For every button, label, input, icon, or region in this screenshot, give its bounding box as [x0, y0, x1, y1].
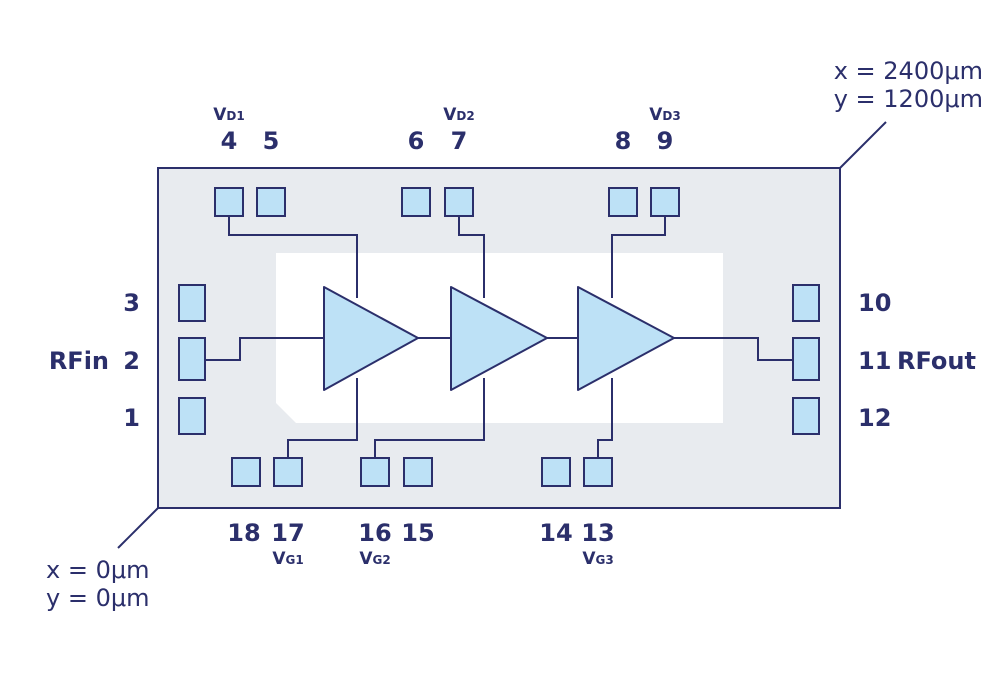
- pin-label-12: 12: [858, 404, 891, 432]
- pad-5: [256, 187, 286, 217]
- vg3-trace: [597, 378, 613, 458]
- vd3-label: VD3: [649, 105, 680, 125]
- bond-pads: [178, 187, 820, 487]
- vd1-label: VD1: [213, 105, 244, 125]
- pad-1: [178, 397, 206, 435]
- pad-16: [360, 457, 390, 487]
- vd3-sub: D3: [662, 109, 680, 123]
- pin-label-13: 13: [581, 519, 614, 547]
- pin-label-1: 1: [123, 404, 140, 432]
- pad-18: [231, 457, 261, 487]
- wiring: [205, 217, 793, 458]
- pad-3: [178, 284, 206, 322]
- pin-label-6: 6: [408, 127, 425, 155]
- vd3-trace: [611, 217, 666, 298]
- pad-8: [608, 187, 638, 217]
- pad-13: [583, 457, 613, 487]
- pad-10: [792, 284, 820, 322]
- pad-7: [444, 187, 474, 217]
- vg2-trace: [374, 378, 485, 458]
- amplifier-stage-2: [450, 286, 548, 391]
- pad-11: [792, 337, 820, 381]
- vd2-main: V: [443, 105, 457, 125]
- pin-label-10: 10: [858, 289, 891, 317]
- amplifier-stage-3: [577, 286, 675, 391]
- pad-14: [541, 457, 571, 487]
- vd3-main: V: [649, 105, 663, 125]
- pad-2: [178, 337, 206, 381]
- pin-label-17: 17: [271, 519, 304, 547]
- pad-17: [273, 457, 303, 487]
- vg3-label: VG3: [582, 549, 613, 569]
- vd2-sub: D2: [456, 109, 474, 123]
- pad-6: [401, 187, 431, 217]
- top-right-coord-x: x = 2400μm: [834, 57, 983, 85]
- rf-input-trace: [205, 337, 324, 361]
- vg2-label: VG2: [359, 549, 390, 569]
- pin-label-11: 11: [858, 347, 891, 375]
- rf-output-trace: [674, 337, 793, 361]
- pin-label-4: 4: [221, 127, 238, 155]
- vd1-trace: [228, 217, 358, 298]
- vd1-sub: D1: [226, 109, 244, 123]
- vg1-main: V: [272, 549, 286, 569]
- bottom-left-coord-y: y = 0μm: [46, 584, 150, 612]
- bottom-left-leader-line: [117, 507, 159, 549]
- top-right-leader-line: [839, 121, 887, 169]
- top-right-coord-y: y = 1200μm: [834, 85, 983, 113]
- bottom-left-coord-x: x = 0μm: [46, 556, 150, 584]
- vg3-main: V: [582, 549, 596, 569]
- vg1-label: VG1: [272, 549, 303, 569]
- vd2-label: VD2: [443, 105, 474, 125]
- rfin-label: RFin: [49, 347, 109, 375]
- vd1-main: V: [213, 105, 227, 125]
- pin-label-7: 7: [451, 127, 468, 155]
- pin-label-3: 3: [123, 289, 140, 317]
- vg3-sub: G3: [595, 553, 613, 567]
- vg1-trace: [287, 378, 358, 458]
- pin-label-18: 18: [227, 519, 260, 547]
- pin-label-9: 9: [657, 127, 674, 155]
- pad-9: [650, 187, 680, 217]
- vg1-sub: G1: [285, 553, 303, 567]
- pad-15: [403, 457, 433, 487]
- vg2-main: V: [359, 549, 373, 569]
- pin-label-8: 8: [615, 127, 632, 155]
- rfout-label: RFout: [897, 347, 976, 375]
- pin-label-5: 5: [263, 127, 280, 155]
- vd2-trace: [458, 217, 485, 298]
- amplifier-stage-1: [323, 286, 419, 391]
- vg2-sub: G2: [372, 553, 390, 567]
- pin-label-2: 2: [123, 347, 140, 375]
- pin-label-16: 16: [358, 519, 391, 547]
- pad-12: [792, 397, 820, 435]
- pad-4: [214, 187, 244, 217]
- pin-label-14: 14: [539, 519, 572, 547]
- pin-label-15: 15: [401, 519, 434, 547]
